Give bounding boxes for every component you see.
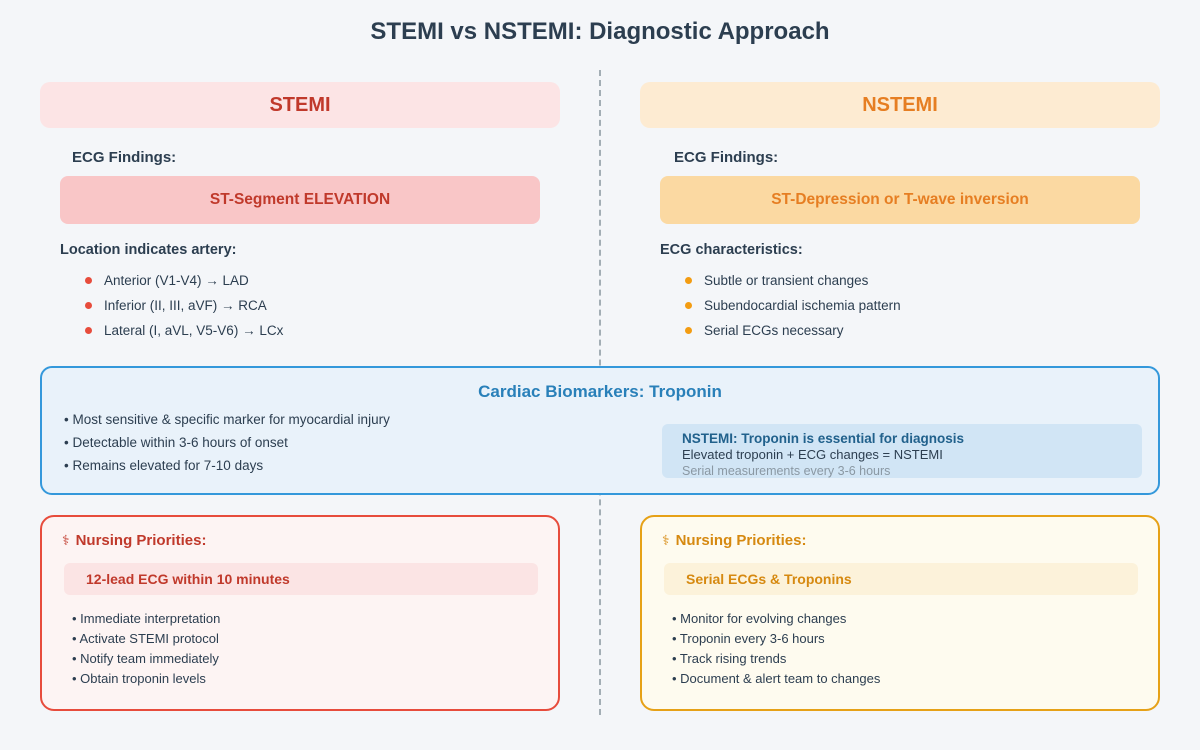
stemi-location-item: Inferior (II, III, aVF) → RCA [104,297,267,313]
page-title: STEMI vs NSTEMI: Diagnostic Approach [370,18,830,45]
biomarker-point: • Remains elevated for 7-10 days [64,458,264,473]
nstemi-ecg-highlight: ST-Depression or T-wave inversion [660,176,1140,224]
stemi-ecg-highlight: ST-Segment ELEVATION [60,176,540,224]
stemi-nursing-heading: ⚕ Nursing Priorities: [62,532,206,549]
nursing-item: • Document & alert team to changes [672,671,881,686]
nstemi-nursing-highlight: Serial ECGs & Troponins [664,563,1138,595]
red-bullet-icon [85,326,92,334]
biomarkers-title: Cardiac Biomarkers: Troponin [478,382,722,401]
nstemi-nursing-heading-label: Nursing Priorities: [675,532,807,549]
biomarkers-panel: Cardiac Biomarkers: Troponin • Most sens… [40,366,1160,495]
nstemi-header-label: NSTEMI [862,93,938,116]
nstemi-nursing-highlight-label: Serial ECGs & Troponins [686,571,852,587]
red-bullet-icon [85,301,92,309]
nstemi-characteristic-item: Serial ECGs necessary [704,322,844,338]
stemi-location-item: Anterior (V1-V4) → LAD [104,272,249,288]
list-item: Lateral (I, aVL, V5-V6) → LCx [85,320,283,340]
nstemi-ecg-highlight-label: ST-Depression or T-wave inversion [771,191,1029,208]
nursing-item: • Track rising trends [672,651,787,666]
stemi-location-item: Lateral (I, aVL, V5-V6) → LCx [104,322,284,338]
stemi-ecg-highlight-label: ST-Segment ELEVATION [209,191,391,208]
nursing-item: • Notify team immediately [72,651,219,666]
nstemi-characteristic-item: Subtle or transient changes [704,272,869,288]
list-item: Serial ECGs necessary [685,320,844,340]
stemi-nursing-heading-label: Nursing Priorities: [75,532,207,549]
orange-bullet-icon [685,326,692,334]
orange-bullet-icon [685,301,692,309]
nstemi-nursing-heading: ⚕ Nursing Priorities: [662,532,806,549]
nstemi-nursing-panel: ⚕ Nursing Priorities: Serial ECGs & Trop… [640,515,1160,711]
nursing-item: • Immediate interpretation [72,611,221,626]
stemi-nursing-panel: ⚕ Nursing Priorities: 12-lead ECG within… [40,515,560,711]
biomarker-point: • Most sensitive & specific marker for m… [64,412,390,427]
list-item: Subendocardial ischemia pattern [685,295,901,315]
medical-staff-icon: ⚕ [662,532,670,548]
stemi-header-label: STEMI [269,93,331,116]
stemi-ecg-findings-label: ECG Findings: [72,149,177,166]
nstemi-characteristic-item: Subendocardial ischemia pattern [704,297,901,313]
stemi-nursing-highlight-label: 12-lead ECG within 10 minutes [86,571,290,587]
nstemi-header: NSTEMI [640,82,1160,128]
nstemi-ecg-findings-label: ECG Findings: [674,149,779,166]
nursing-item: • Troponin every 3-6 hours [672,631,825,646]
callout-line: Serial measurements every 3-6 hours [682,464,891,478]
nursing-item: • Monitor for evolving changes [672,611,847,626]
medical-staff-icon: ⚕ [62,532,70,548]
callout-title: NSTEMI: Troponin is essential for diagno… [682,431,965,446]
orange-bullet-icon [685,276,692,284]
biomarkers-points: • Most sensitive & specific marker for m… [64,408,390,477]
list-item: Inferior (II, III, aVF) → RCA [85,295,267,315]
nstemi-characteristics-label: ECG characteristics: [660,242,803,258]
nstemi-troponin-callout: NSTEMI: Troponin is essential for diagno… [662,424,1142,478]
stemi-nursing-highlight: 12-lead ECG within 10 minutes [64,563,538,595]
list-item: Anterior (V1-V4) → LAD [85,270,249,290]
nursing-item: • Obtain troponin levels [72,671,206,686]
callout-line: Elevated troponin + ECG changes = NSTEMI [682,447,943,462]
stemi-header: STEMI [40,82,560,128]
nstemi-nursing-list: • Monitor for evolving changes • Troponi… [672,609,880,689]
red-bullet-icon [85,276,92,284]
nursing-item: • Activate STEMI protocol [72,631,219,646]
stemi-location-label: Location indicates artery: [60,242,237,258]
stemi-nursing-list: • Immediate interpretation • Activate ST… [72,609,220,689]
list-item: Subtle or transient changes [685,270,868,290]
biomarker-point: • Detectable within 3-6 hours of onset [64,435,288,450]
